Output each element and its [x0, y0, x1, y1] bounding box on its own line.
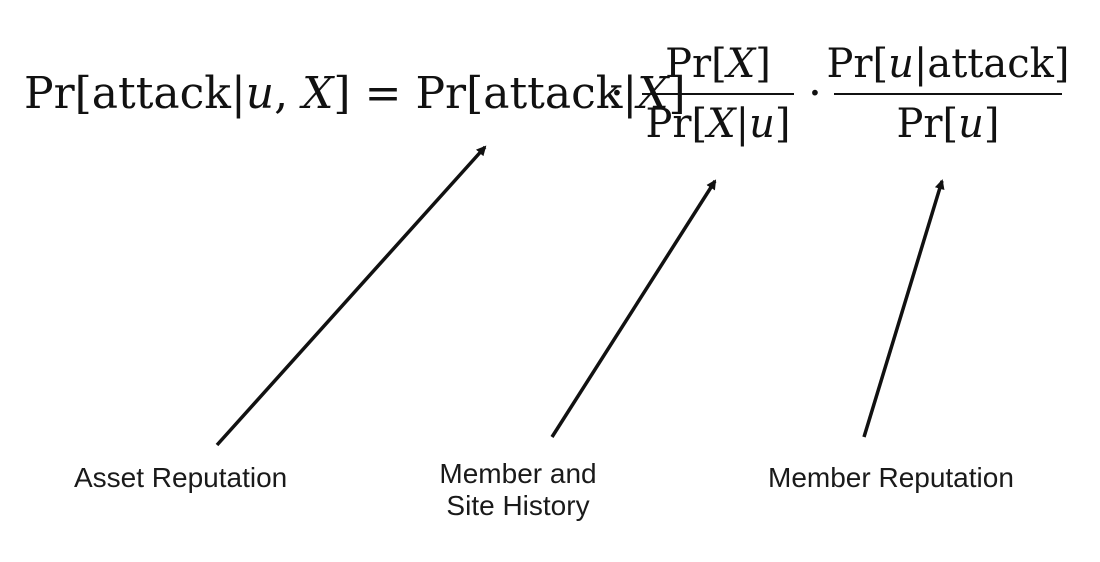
fraction2-denominator: Pr[u]: [892, 104, 1003, 144]
variable-u: u: [245, 68, 275, 119]
comma: ,: [274, 68, 303, 119]
label-member-site-history: Member and Site History: [418, 458, 618, 522]
multiply-dot-2: ·: [808, 68, 822, 119]
equation-lhs: Pr[attack|u, X] = Pr[attack|X]: [24, 72, 686, 116]
fraction-pr-x-over-pr-x-given-u: Pr[X] Pr[X|u]: [642, 44, 794, 144]
fraction1-den-mid: |: [735, 101, 750, 147]
arrow-asset-reputation: [215, 145, 487, 447]
fraction1-den-var2: u: [749, 101, 775, 147]
fraction1-num-var: X: [726, 41, 756, 87]
equals-sign: =: [350, 68, 416, 119]
fraction2-den-var: u: [958, 101, 984, 147]
label-member-site-history-line2: Site History: [446, 490, 590, 522]
label-member-reputation: Member Reputation: [768, 462, 1014, 493]
fraction2-num-post: |attack]: [913, 41, 1070, 87]
arrow-member-site-history: [550, 179, 717, 438]
multiply-dot-1: ·: [610, 68, 624, 119]
fraction2-den-post: ]: [983, 101, 1000, 147]
arrow-member-reputation: [862, 179, 945, 438]
pr-attack-given-u-x: Pr[attack|: [24, 68, 246, 119]
label-asset-reputation: Asset Reputation: [74, 462, 288, 493]
variable-x: X: [302, 68, 334, 119]
fraction1-den-pre: Pr[: [645, 101, 708, 147]
fraction2-bar: [834, 93, 1062, 95]
fraction2-numerator: Pr[u|attack]: [823, 44, 1074, 84]
fraction1-numerator: Pr[X]: [661, 44, 775, 84]
fraction1-num-post: ]: [755, 41, 771, 87]
fraction-pr-u-given-attack-over-pr-u: Pr[u|attack] Pr[u]: [827, 44, 1070, 144]
fraction1-den-post: ]: [774, 101, 791, 147]
fraction1-bar: [642, 93, 794, 95]
label-member-site-history-line1: Member and: [439, 458, 597, 489]
close-bracket: ]: [333, 68, 351, 119]
pr-attack-given-x: Pr[attack|: [415, 68, 638, 119]
fraction2-den-pre: Pr[: [896, 101, 959, 147]
fraction1-num-pre: Pr[: [665, 41, 727, 87]
fraction2-num-var: u: [888, 41, 914, 87]
fraction1-den-var1: X: [707, 101, 736, 147]
fraction1-denominator: Pr[X|u]: [642, 104, 795, 144]
fraction2-num-pre: Pr[: [826, 41, 889, 87]
